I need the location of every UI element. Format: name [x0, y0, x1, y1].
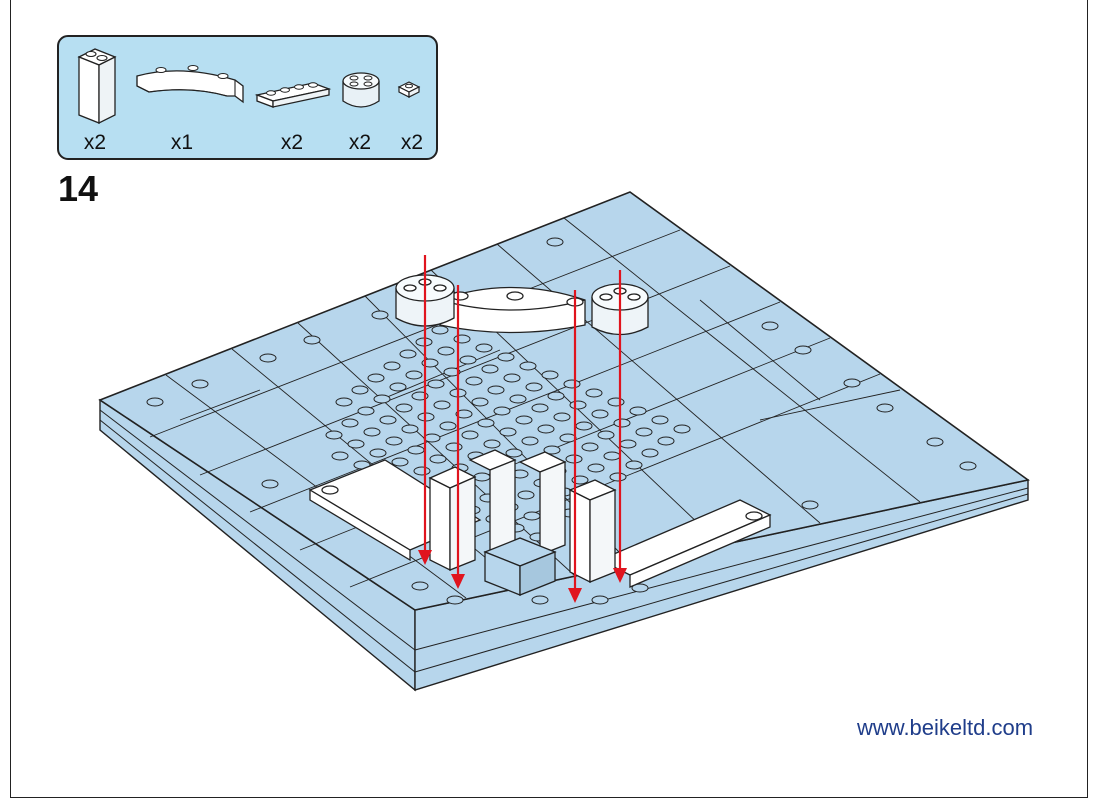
baseplate-stud [635, 427, 653, 437]
baseplate-stud [475, 343, 493, 353]
baseplate-stud [587, 463, 605, 473]
baseplate-stud [613, 418, 631, 428]
baseplate-stud [445, 442, 463, 452]
parts-list-box: x2 x1 x2 x2 x2 [57, 35, 438, 160]
baseplate-stud [673, 424, 691, 434]
baseplate-stud [391, 457, 409, 467]
baseplate-stud [389, 382, 407, 392]
baseplate-stud [347, 439, 365, 449]
baseplate-stud [455, 409, 473, 419]
baseplate-stud [325, 430, 343, 440]
baseplate-stud [537, 424, 555, 434]
part-quantity: x2 [280, 131, 304, 154]
baseplate-stud [433, 400, 451, 410]
baseplate-stud [517, 490, 535, 500]
baseplate-stud [597, 430, 615, 440]
baseplate-stud [625, 460, 643, 470]
baseplate-stud [341, 418, 359, 428]
baseplate-stud [515, 415, 533, 425]
baseplate-stud [357, 406, 375, 416]
baseplate-stud [483, 439, 501, 449]
baseplate-stud [331, 451, 349, 461]
baseplate-stud [385, 436, 403, 446]
baseplate-stud [503, 373, 521, 383]
baseplate-stud [401, 424, 419, 434]
baseplate-stud [541, 370, 559, 380]
baseplate-stud [523, 511, 541, 521]
website-url: www.beikeltd.com [857, 715, 1034, 740]
baseplate-stud [399, 349, 417, 359]
baseplate-stud [569, 400, 587, 410]
baseplate-stud [477, 418, 495, 428]
baseplate-stud [395, 403, 413, 413]
part-quantity: x2 [348, 131, 372, 154]
white-bricks [308, 449, 772, 596]
baseplate-stud [443, 367, 461, 377]
baseplate-stud [423, 433, 441, 443]
baseplate-stud [497, 352, 515, 362]
baseplate-stud [629, 406, 647, 416]
baseplate-stud [585, 388, 603, 398]
baseplate-stud [509, 394, 527, 404]
baseplate-stud [553, 412, 571, 422]
baseplate-stud [487, 385, 505, 395]
baseplate-stud [531, 403, 549, 413]
baseplate-stud [379, 415, 397, 425]
baseplate-stud [591, 409, 609, 419]
assembly-illustration [98, 191, 1030, 692]
baseplate-stud [439, 421, 457, 431]
baseplate-stud [405, 370, 423, 380]
baseplate-stud [429, 454, 447, 464]
arch-round-corner-icon [136, 65, 244, 104]
brick-1x2x3-icon [77, 48, 117, 125]
baseplate-stud [373, 394, 391, 404]
baseplate [98, 191, 1030, 692]
baseplate-stud [465, 376, 483, 386]
baseplate-stud [493, 406, 511, 416]
baseplate-stud [519, 361, 537, 371]
baseplate-stud [481, 364, 499, 374]
baseplate-stud [471, 397, 489, 407]
baseplate-stud [461, 430, 479, 440]
baseplate-stud [459, 355, 477, 365]
baseplate-stud [543, 445, 561, 455]
baseplate-stud [351, 385, 369, 395]
baseplate-stud [521, 436, 539, 446]
baseplate-stud [413, 466, 431, 476]
baseplate-stud [609, 472, 627, 482]
baseplate-stud [437, 346, 455, 356]
part-quantity: x2 [83, 131, 107, 154]
baseplate-stud [453, 334, 471, 344]
baseplate-stud [603, 451, 621, 461]
baseplate-stud [505, 448, 523, 458]
baseplate-stud [581, 442, 599, 452]
baseplate-stud [657, 436, 675, 446]
baseplate-stud [499, 427, 517, 437]
baseplate-stud [427, 379, 445, 389]
baseplate-stud [407, 445, 425, 455]
baseplate-stud [369, 448, 387, 458]
step-number: 14 [58, 168, 99, 209]
baseplate-stud [563, 379, 581, 389]
baseplate-stud [619, 439, 637, 449]
placement-arrows [418, 255, 627, 603]
transparent-round-brick-2x2-icon [342, 72, 380, 108]
baseplate-stud [335, 397, 353, 407]
baseplate-stud [607, 397, 625, 407]
baseplate-stud [363, 427, 381, 437]
baseplate-stud [651, 415, 669, 425]
baseplate-stud [547, 391, 565, 401]
baseplate-stud [525, 382, 543, 392]
baseplate-stud [641, 448, 659, 458]
part-quantity: x2 [400, 131, 424, 154]
plate-1x4-icon [254, 82, 332, 108]
baseplate-stud [367, 373, 385, 383]
baseplate-stud [431, 325, 449, 335]
baseplate-stud [383, 361, 401, 371]
baseplate-stud [559, 433, 577, 443]
plate-1x1-icon [397, 81, 421, 98]
part-quantity: x1 [170, 131, 194, 154]
baseplate-stud [575, 421, 593, 431]
